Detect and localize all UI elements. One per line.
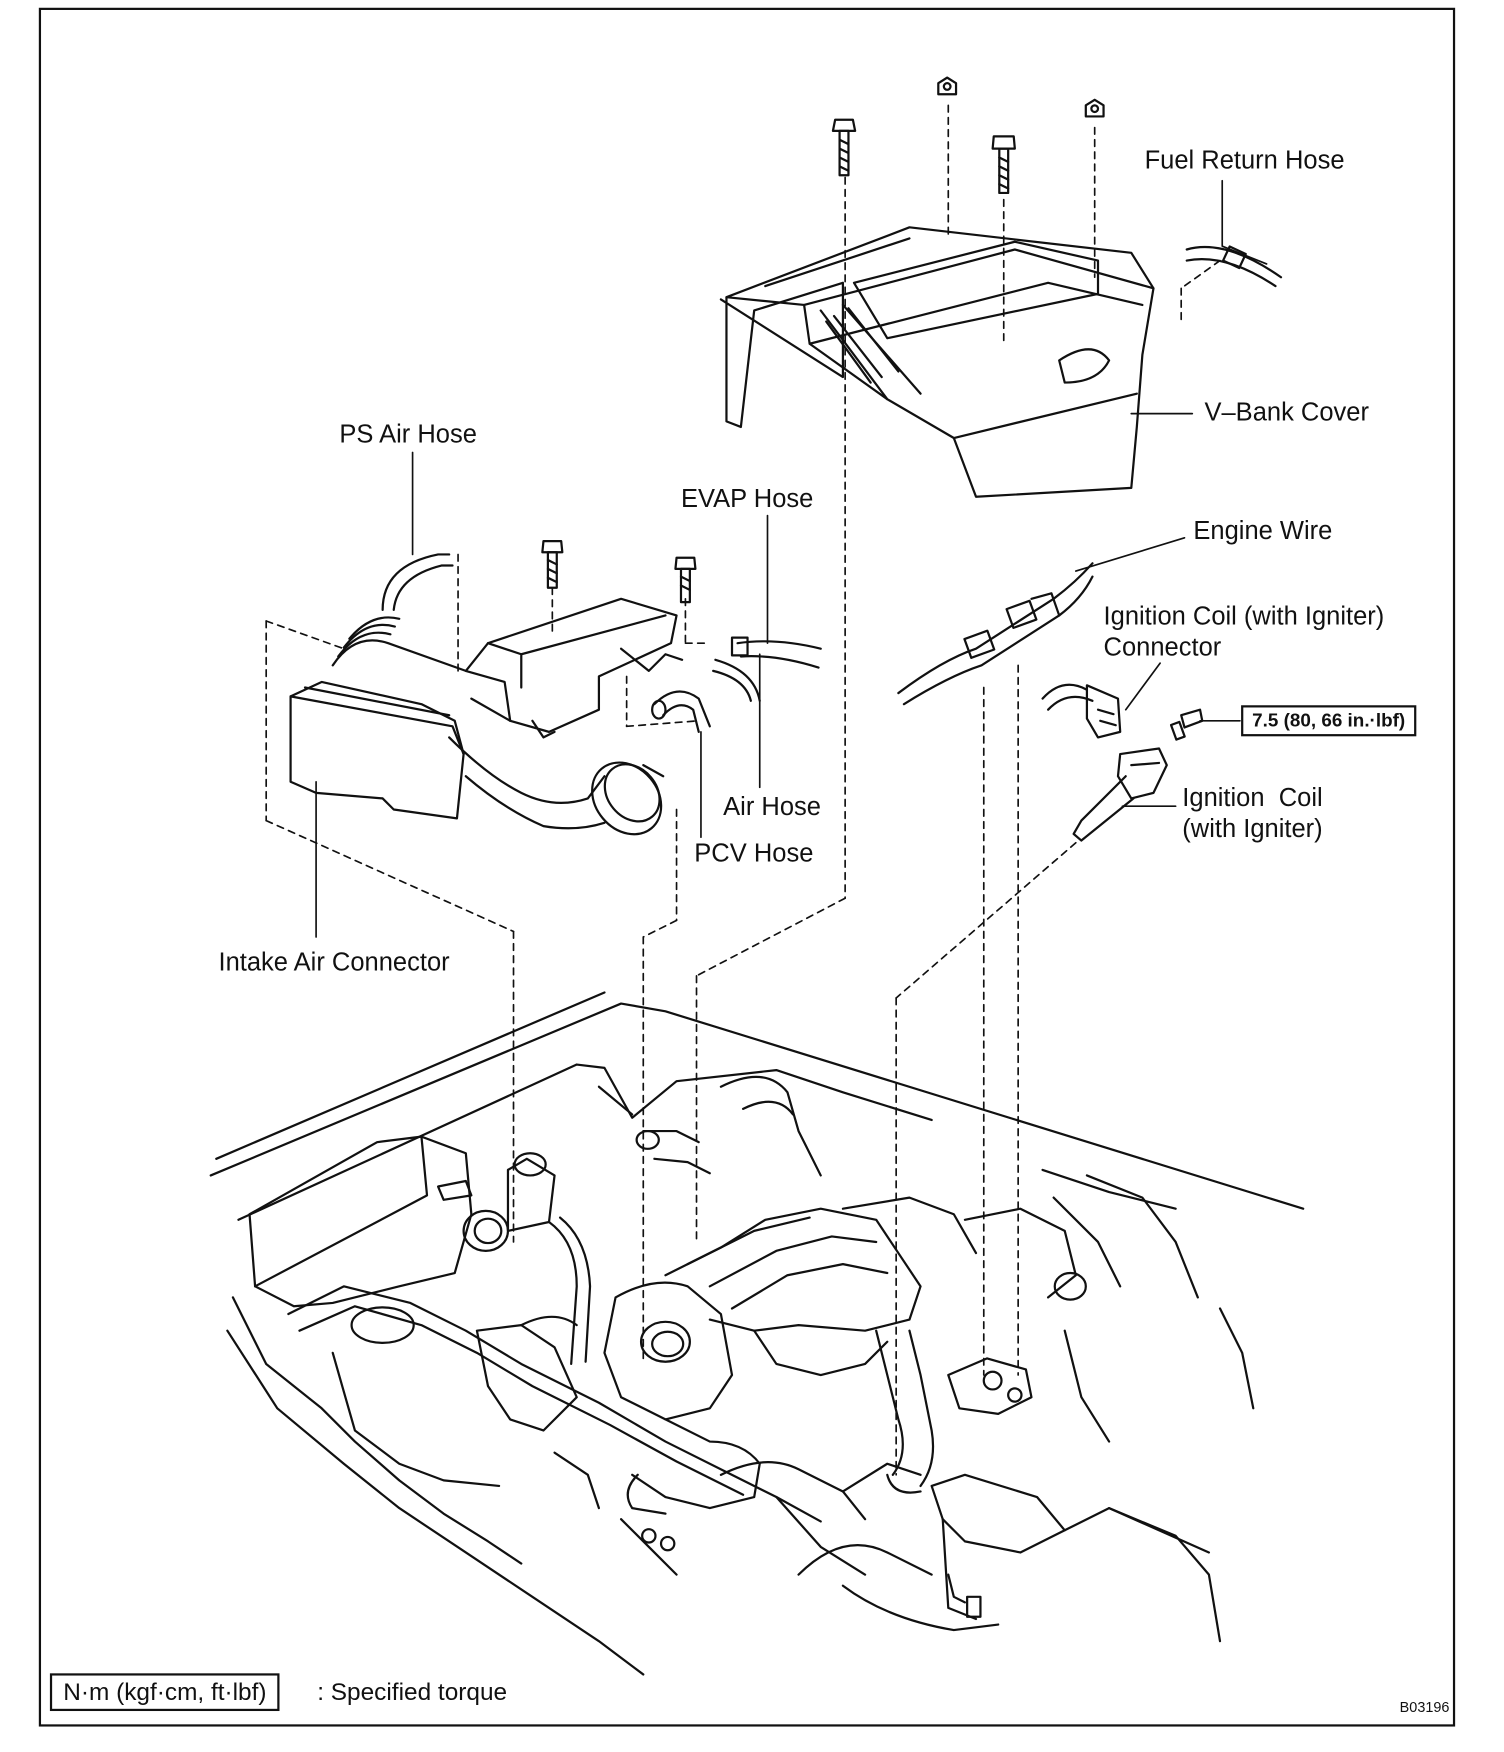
diagram-frame: [38, 7, 1456, 1727]
torque-unit-legend-box: N·m (kgf·cm, ft·lbf): [49, 1673, 280, 1712]
ignition-coil-connector-part: [1041, 683, 1122, 739]
bolt-icon: [1169, 708, 1204, 741]
ignition-coil-label: Ignition Coil (with Igniter): [1182, 782, 1323, 843]
figure-id: B03196: [1399, 1698, 1450, 1716]
nut-icon: [937, 76, 958, 96]
torque-legend-text: : Specified torque: [317, 1677, 508, 1706]
intake-air-connector-part: [289, 597, 684, 836]
air-hose-part: [712, 658, 761, 702]
leader-lines: [315, 179, 1268, 938]
evap-hose-label: EVAP Hose: [680, 483, 814, 513]
ignition-coil-part: [1072, 747, 1168, 842]
torque-spec-box: 7.5 (80, 66 in.·lbf): [1241, 705, 1417, 737]
engine-wire-part: [897, 562, 1094, 706]
fuel-return-hose-label: Fuel Return Hose: [1144, 145, 1345, 175]
v-bank-cover-label: V–Bank Cover: [1204, 396, 1369, 426]
ps-air-hose-label: PS Air Hose: [339, 419, 477, 448]
ignition-coil-connector-label: Ignition Coil (with Igniter) Connector: [1103, 601, 1385, 661]
engine-wire-label: Engine Wire: [1193, 515, 1333, 545]
alignment-lines: [265, 104, 1221, 1476]
bolt-icon: [991, 135, 1016, 195]
v-bank-cover-part: [719, 226, 1155, 498]
pcv-hose-part: [651, 690, 711, 733]
engine-bay-illustration: [209, 991, 1305, 1676]
bolt-icon: [674, 556, 697, 604]
air-hose-label: Air Hose: [723, 791, 821, 821]
pcv-hose-label: PCV Hose: [694, 838, 814, 868]
nut-icon: [1084, 98, 1105, 118]
evap-hose-part: [730, 636, 822, 669]
bolt-icon: [541, 540, 564, 589]
intake-air-connector-label: Intake Air Connector: [218, 947, 450, 976]
bolt-icon: [831, 118, 857, 177]
fuel-return-hose-part: [1185, 245, 1283, 288]
ps-air-hose-part: [381, 553, 454, 612]
